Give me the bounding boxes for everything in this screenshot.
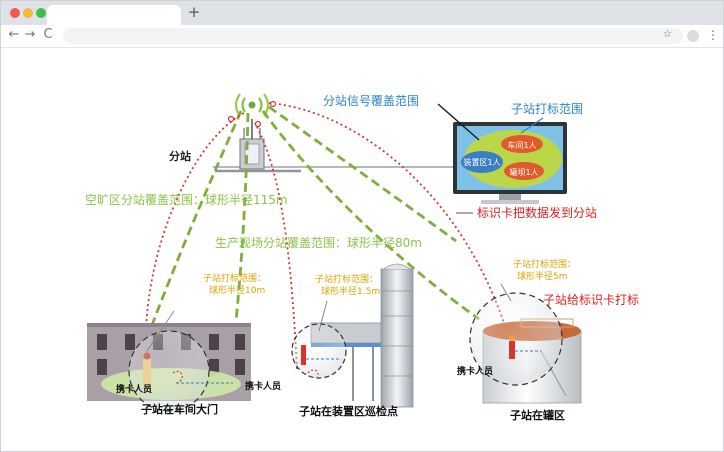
coverage-label: 分站信号覆盖范围 (323, 94, 419, 108)
positioning-diagram: 装置区1人 车间1人 罐坝1人 (85, 93, 639, 422)
substation-tag-label: 子站给标识卡打标 (543, 293, 639, 307)
card-holder-label: 携卡人员 (116, 383, 152, 395)
reload-button[interactable]: C (43, 27, 53, 42)
tank (469, 292, 582, 404)
base-station-label: 分站 (169, 149, 191, 163)
address-bar[interactable] (63, 28, 683, 44)
open-area-label: 空旷区分站覆盖范围：球形半径115m (85, 193, 288, 207)
forward-button[interactable]: → (24, 27, 36, 42)
monitor-display: 装置区1人 车间1人 罐坝1人 (453, 122, 567, 204)
callout-2-line-2: 球形半径1.5m (321, 285, 380, 297)
signal-icon (234, 93, 270, 117)
close-window-dot[interactable] (10, 8, 20, 18)
zone-tank-label: 罐坝1人 (509, 167, 538, 177)
signal-node (254, 120, 262, 128)
data-paths (144, 102, 512, 377)
card-holder-label: 携卡人员 (245, 380, 281, 392)
browser-menu-icon[interactable]: ⋮ (707, 28, 719, 42)
card-holder-label: 携卡人员 (457, 365, 493, 377)
tag-range-pointer (520, 117, 544, 134)
bookmark-star-icon[interactable]: ☆ (663, 29, 672, 40)
callout-3-line-2: 球形半径5m (517, 270, 568, 282)
signal-node (269, 100, 277, 108)
new-tab-button[interactable]: + (187, 3, 201, 21)
browser-toolbar: ← → C ☆ ⋮ (1, 25, 723, 48)
callout-3-line-1: 子站打标范围： (513, 258, 576, 270)
maximize-window-dot[interactable] (36, 8, 46, 18)
callout-2-line-1: 子站打标范围： (315, 273, 378, 285)
tank-zone (504, 162, 544, 180)
site-2-label: 子站在装置区巡检点 (299, 404, 398, 418)
back-button[interactable]: ← (8, 27, 20, 42)
page-viewport: 装置区1人 车间1人 罐坝1人 (1, 48, 723, 451)
callout-pointer (500, 283, 512, 302)
production-label: 生产现场分站覆盖范围：球形半径80m (215, 236, 422, 250)
site-1-label: 子站在车间大门 (141, 402, 218, 416)
tag-range-label: 子站打标范围 (511, 102, 583, 116)
callout-1-line-1: 子站打标范围： (203, 272, 266, 284)
coverage-pointer (437, 103, 480, 141)
signal-node (227, 115, 235, 123)
browser-tab[interactable] (47, 5, 181, 25)
workshop-zone (501, 135, 543, 153)
tab-bar: + (1, 1, 723, 25)
device-tower (291, 263, 414, 408)
coverage-boundary-lines (144, 105, 480, 342)
base-station (215, 119, 301, 173)
zone-device-label: 装置区1人 (463, 157, 500, 167)
device-zone (461, 151, 503, 173)
callout-1-line-2: 球形半径10m (209, 284, 265, 296)
card-send-label: 标识卡把数据发到分站 (477, 205, 597, 220)
profile-avatar[interactable] (687, 30, 699, 42)
zone-workshop-label: 车间1人 (507, 140, 536, 150)
callout-pointer (146, 310, 175, 352)
callout-pointer (318, 300, 328, 332)
workshop-building (87, 323, 251, 412)
site-3-label: 子站在罐区 (510, 408, 565, 422)
minimize-window-dot[interactable] (23, 8, 33, 18)
